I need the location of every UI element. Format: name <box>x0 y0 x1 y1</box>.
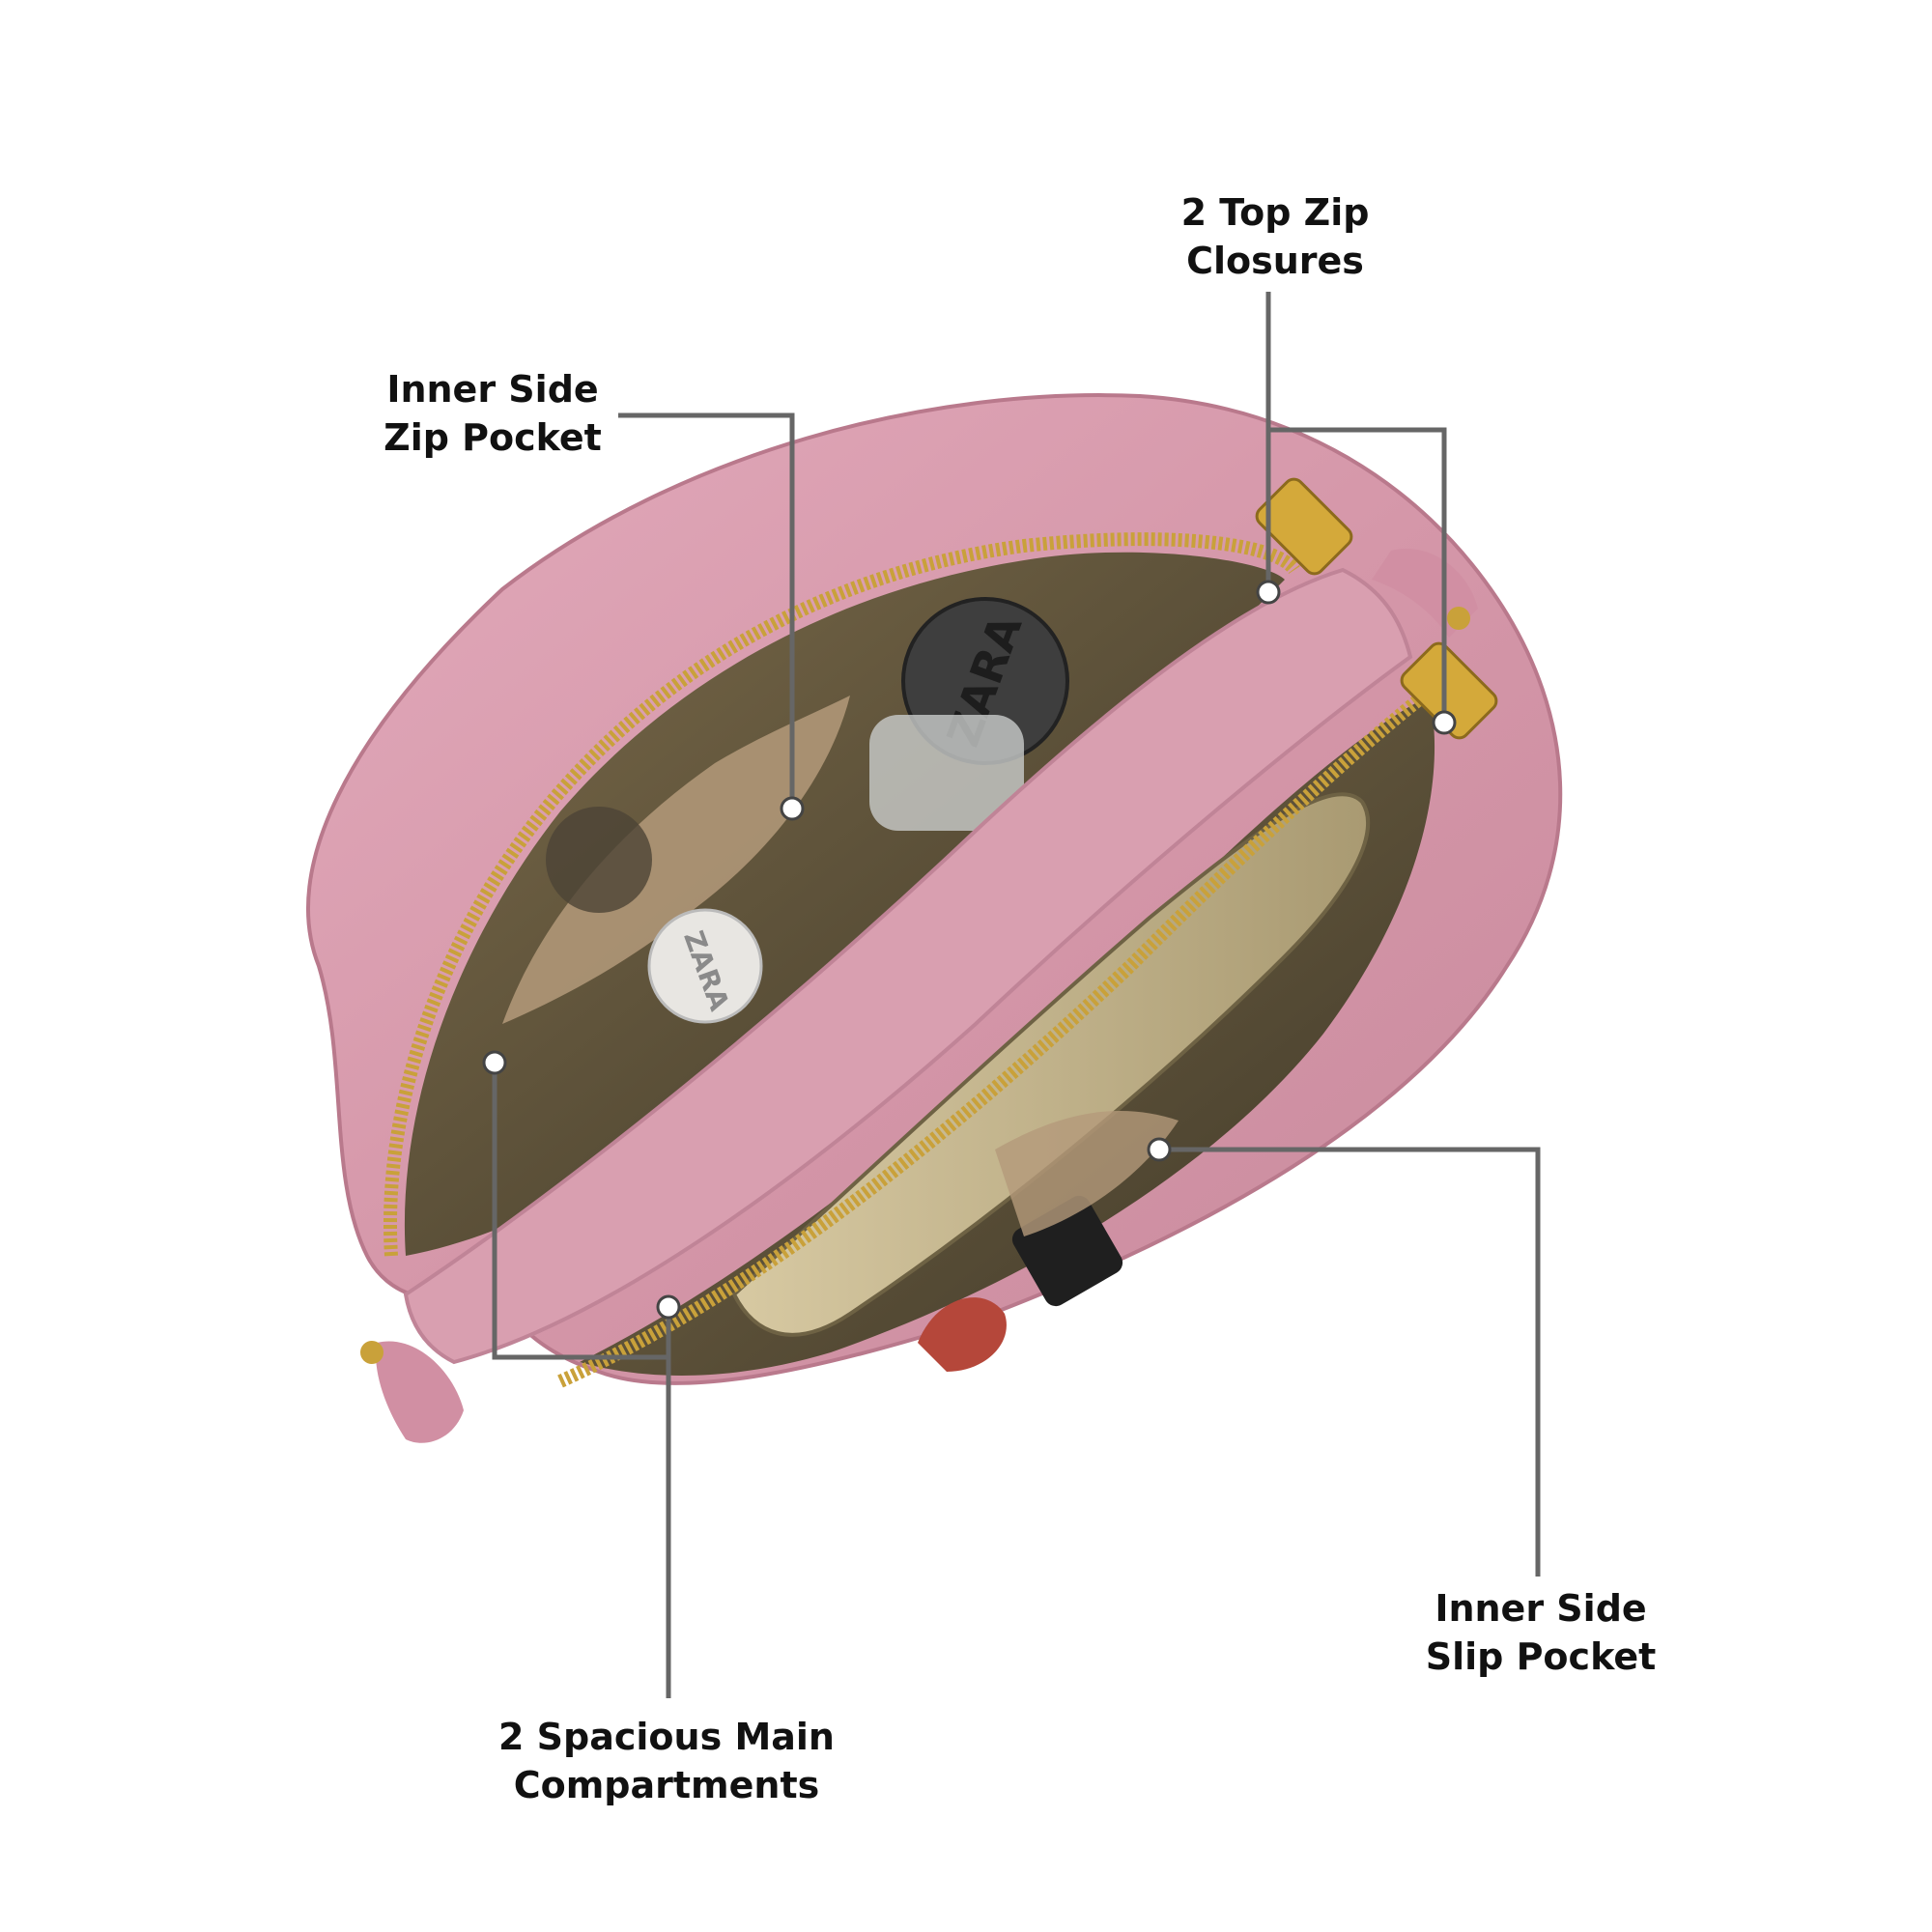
callout-zip-closures-line1: 2 Top Zip <box>1180 191 1370 234</box>
compartment-items-back: ZARA ZARA <box>546 597 1069 1024</box>
callout-dot-zip-pocket <box>780 796 805 821</box>
callout-inner-slip-pocket-line1: Inner Side <box>1435 1587 1647 1630</box>
callout-line-zip-closures-top <box>1265 292 1447 723</box>
callout-main-compartments-line1: 2 Spacious Main <box>498 1716 835 1758</box>
zipper-pull-bottom <box>1400 641 1498 740</box>
callout-dot-slip-pocket <box>1147 1137 1172 1162</box>
red-item <box>918 1297 1007 1372</box>
zipper-pulls <box>1255 477 1498 740</box>
callout-inner-slip-pocket-line2: Slip Pocket <box>1425 1635 1657 1678</box>
callout-inner-zip-pocket-line2: Zip Pocket <box>384 416 602 459</box>
zipper-pull-top <box>1255 477 1353 576</box>
zipper-back <box>384 532 1300 1257</box>
jar-lid-white <box>647 908 763 1024</box>
callout-main-compartments-line2: Compartments <box>513 1764 820 1806</box>
callout-zip-closures: 2 Top Zip Closures <box>1140 188 1410 285</box>
compartment-back-lining <box>404 552 1286 1256</box>
zipper-front <box>557 670 1454 1388</box>
callout-dots <box>482 580 1457 1320</box>
compartment-items-front <box>918 1111 1179 1372</box>
callout-line-main-compartments <box>492 1063 671 1698</box>
callout-dot-zip-front <box>1432 710 1457 735</box>
callout-dot-compartment-back <box>482 1050 507 1075</box>
callout-line-zip-pocket <box>618 412 795 809</box>
center-divider-panel <box>403 567 1413 1365</box>
callout-main-compartments: 2 Spacious Main Compartments <box>493 1713 840 1809</box>
sunglasses-lens <box>546 807 652 913</box>
callout-inner-zip-pocket: Inner Side Zip Pocket <box>367 365 618 462</box>
perfume-bottle-glass <box>869 715 1024 831</box>
callout-line-slip-pocket <box>1159 1147 1541 1577</box>
notebook <box>731 792 1371 1337</box>
inner-zip-pocket <box>502 696 850 1024</box>
callout-inner-slip-pocket: Inner Side Slip Pocket <box>1410 1584 1671 1681</box>
inner-slip-pocket <box>995 1111 1179 1236</box>
callout-inner-zip-pocket-line1: Inner Side <box>386 368 599 411</box>
strap-ring-right <box>1447 607 1470 630</box>
strap-tab-left <box>376 1341 464 1443</box>
crossbody-bag: ZARA ZARA <box>305 393 1563 1443</box>
callout-zip-closures-line2: Closures <box>1186 240 1364 282</box>
callout-lines <box>492 292 1541 1698</box>
callout-dot-zip-top <box>1256 580 1281 605</box>
strap-ring-left <box>360 1341 384 1364</box>
callout-dot-compartment-front <box>656 1294 681 1320</box>
